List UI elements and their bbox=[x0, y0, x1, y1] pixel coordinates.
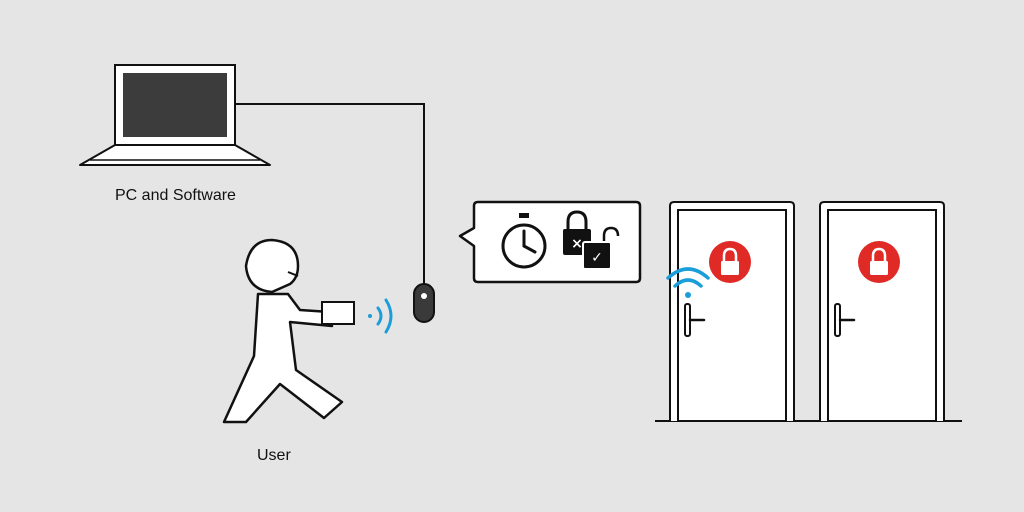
card-reader-icon bbox=[413, 283, 435, 323]
svg-text:✓: ✓ bbox=[591, 250, 603, 266]
door-2 bbox=[819, 201, 945, 422]
status-bubble bbox=[458, 200, 642, 284]
lock-granted-icon: ✓ bbox=[582, 226, 620, 270]
pc-software-label: PC and Software bbox=[115, 187, 236, 204]
person-icon bbox=[222, 238, 344, 424]
card-wireless-icon bbox=[368, 298, 393, 334]
door-handle bbox=[684, 303, 706, 337]
laptop-icon bbox=[79, 64, 271, 166]
network-cable bbox=[235, 103, 425, 284]
stopwatch-icon bbox=[501, 213, 547, 269]
door-1 bbox=[669, 201, 795, 422]
user-label: User bbox=[257, 447, 291, 464]
padlock-icon bbox=[709, 241, 751, 283]
wifi-icon bbox=[666, 267, 710, 298]
padlock-icon bbox=[858, 241, 900, 283]
svg-text:×: × bbox=[571, 236, 583, 252]
door-handle bbox=[834, 303, 856, 337]
access-card-icon bbox=[321, 301, 355, 325]
